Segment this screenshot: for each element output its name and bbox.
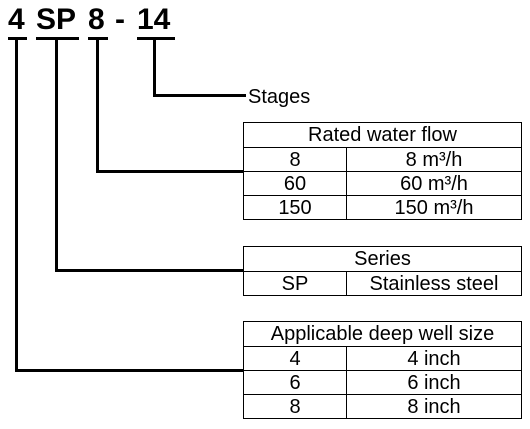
table-row: 8 8 m³/h — [243, 147, 522, 172]
well-table-title: Applicable deep well size — [243, 321, 522, 347]
table-row: 4 4 inch — [243, 346, 522, 371]
well-code-cell: 4 — [243, 346, 347, 371]
flow-table-title: Rated water flow — [243, 122, 522, 148]
series-code-cell: SP — [243, 271, 347, 296]
connector-well-horizontal — [15, 369, 244, 372]
connector-stages-horizontal — [153, 94, 246, 97]
table-row: 60 60 m³/h — [243, 171, 522, 196]
flow-value-cell: 150 m³/h — [346, 195, 522, 220]
code-part-stages: 14 — [137, 3, 171, 36]
flow-table: Rated water flow 8 8 m³/h 60 60 m³/h 150… — [243, 122, 522, 220]
table-row: 6 6 inch — [243, 370, 522, 395]
flow-value-cell: 8 m³/h — [346, 147, 522, 172]
table-row: SP Stainless steel — [243, 271, 522, 296]
underline-flow — [88, 37, 108, 40]
code-separator: - — [115, 3, 125, 36]
well-value-cell: 4 inch — [346, 346, 522, 371]
code-part-series: SP — [36, 3, 77, 36]
connector-flow-horizontal — [96, 170, 244, 173]
underline-stages — [137, 37, 175, 40]
connector-series-horizontal — [55, 269, 244, 272]
underline-well-size — [8, 37, 27, 40]
code-part-well-size: 4 — [8, 3, 25, 36]
well-value-cell: 8 inch — [346, 394, 522, 419]
well-table: Applicable deep well size 4 4 inch 6 6 i… — [243, 321, 522, 419]
connector-flow-vertical — [96, 40, 99, 173]
flow-code-cell: 60 — [243, 171, 347, 196]
connector-stages-vertical — [153, 40, 156, 97]
flow-value-cell: 60 m³/h — [346, 171, 522, 196]
well-code-cell: 6 — [243, 370, 347, 395]
well-value-cell: 6 inch — [346, 370, 522, 395]
stages-label: Stages — [248, 86, 311, 108]
underline-series — [36, 37, 79, 40]
connector-well-vertical — [15, 40, 18, 372]
series-value-cell: Stainless steel — [346, 271, 522, 296]
connector-series-vertical — [55, 40, 58, 272]
series-table: Series SP Stainless steel — [243, 246, 522, 296]
table-row: 8 8 inch — [243, 394, 522, 419]
well-code-cell: 8 — [243, 394, 347, 419]
table-row: 150 150 m³/h — [243, 195, 522, 220]
flow-code-cell: 8 — [243, 147, 347, 172]
flow-code-cell: 150 — [243, 195, 347, 220]
series-table-title: Series — [243, 246, 522, 272]
code-part-flow: 8 — [88, 3, 105, 36]
